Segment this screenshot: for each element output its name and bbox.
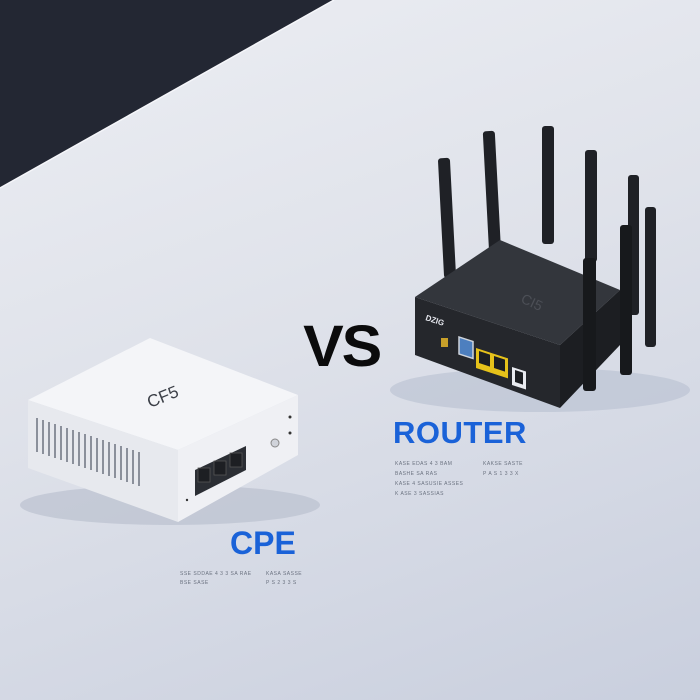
- cpe-spec-line: KASA SASSE: [266, 571, 303, 577]
- router-label: ROUTER: [393, 415, 527, 450]
- router-spec-line: K ASE 3 SASSIAS: [395, 491, 444, 497]
- cpe-spec-line: SSE SDDAE 4 3 3 SA RAE: [180, 571, 252, 577]
- cpe-label: CPE: [230, 525, 296, 561]
- router-spec-line: BASHE SA RAS: [395, 471, 438, 477]
- router-spec-line: KASE 4 SASUSIE ASSES: [395, 481, 464, 487]
- router-spec-line: KASE EDAS 4 3 BAM: [395, 461, 453, 467]
- router-spec-line: KAKSE SASTE: [483, 461, 523, 467]
- cpe-spec-line: BSE SASE: [180, 580, 209, 586]
- router-spec-line: P A S 1 3 3 X: [483, 471, 519, 477]
- cpe-spec-line: P S 2 3 3 S: [266, 580, 297, 586]
- vs-headline: VS: [303, 314, 382, 379]
